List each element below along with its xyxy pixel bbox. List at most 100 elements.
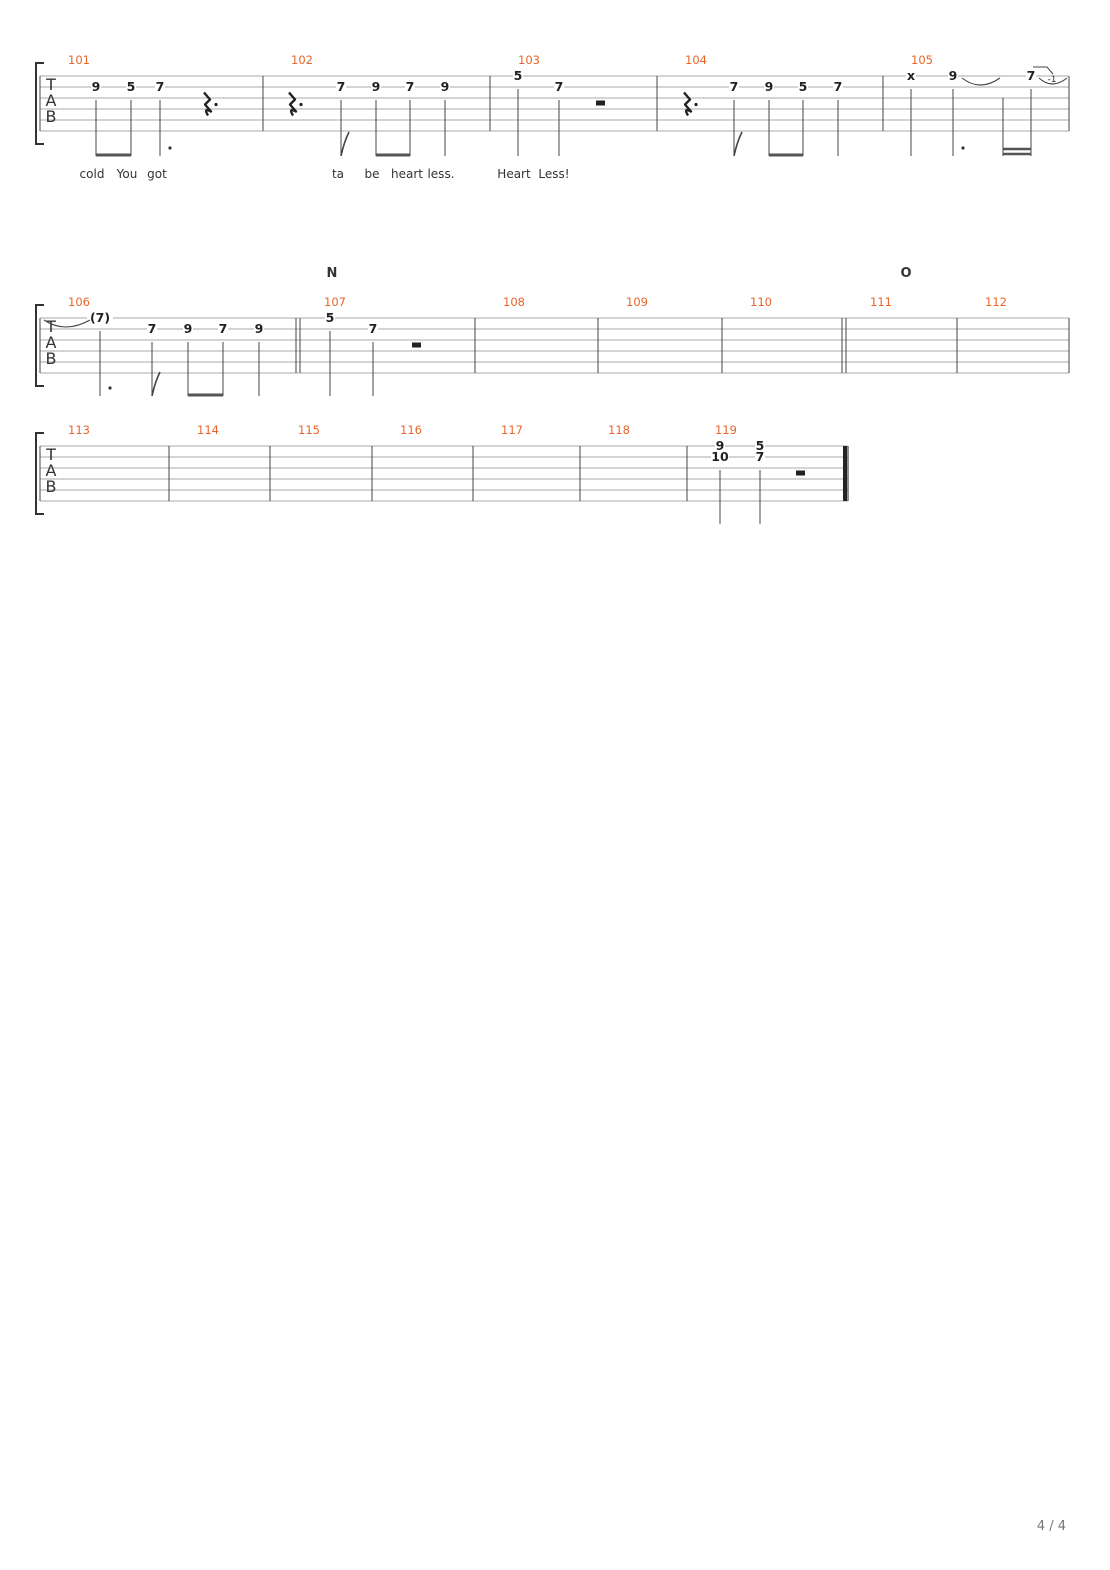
- fret-knockout: [325, 312, 335, 324]
- system-3-bracket: [35, 432, 44, 515]
- measure-number: 113: [68, 423, 90, 437]
- fret-number: 9: [372, 79, 381, 94]
- measure-number: 119: [715, 423, 737, 437]
- lyric-syllable: got: [147, 167, 167, 181]
- tab-clef-letter: B: [46, 477, 57, 496]
- tab-clef-letter: T: [45, 75, 56, 94]
- tab-clef-letter: B: [46, 107, 57, 126]
- fret-knockout: [183, 323, 193, 335]
- fret-number: 7: [1027, 68, 1036, 83]
- fret-number: 9: [716, 438, 725, 453]
- fret-knockout: [798, 81, 808, 93]
- rhythm-dot: [299, 102, 303, 107]
- measure-number: 118: [608, 423, 630, 437]
- measure-number: 115: [298, 423, 320, 437]
- tab-clef-letter: T: [45, 445, 56, 464]
- lyric-syllable: be: [365, 167, 380, 181]
- fret-knockout: [554, 81, 564, 93]
- bend-amount: -1: [1048, 75, 1057, 85]
- fret-knockout: [711, 451, 729, 463]
- measure-number: 116: [400, 423, 422, 437]
- fret-knockout: [715, 440, 725, 452]
- fret-number: 7: [369, 321, 378, 336]
- lyric-syllable: Heart: [497, 167, 531, 181]
- section-marker: O: [900, 266, 911, 281]
- fret-number: 9: [765, 79, 774, 94]
- measure-number: 114: [197, 423, 219, 437]
- system-2-bracket: [35, 304, 44, 387]
- half-rest: [596, 100, 605, 106]
- fret-knockout: [218, 323, 228, 335]
- fret-knockout: [755, 451, 765, 463]
- measure-number: 109: [626, 295, 648, 309]
- lyric-syllable: ta: [332, 167, 344, 181]
- fret-knockout: [254, 323, 264, 335]
- measure-number: 108: [503, 295, 525, 309]
- fret-knockout: [513, 70, 523, 82]
- tab-clef-letter: B: [46, 349, 57, 368]
- fret-knockout: [336, 81, 346, 93]
- fret-knockout: [91, 81, 101, 93]
- fret-number: 5: [799, 79, 808, 94]
- final-barline: [843, 446, 847, 501]
- fret-number: 5: [514, 68, 523, 83]
- fret-knockout: [833, 81, 843, 93]
- tab-clef-letter: A: [46, 461, 57, 480]
- rhythm-dot: [168, 146, 172, 150]
- fret-number: 5: [127, 79, 136, 94]
- fret-knockout: [948, 70, 958, 82]
- lyric-syllable: cold: [80, 167, 105, 181]
- quarter-rest: [203, 91, 213, 117]
- eighth-flag: [733, 131, 743, 157]
- measure-number: 106: [68, 295, 90, 309]
- half-rest: [412, 342, 421, 348]
- rhythm-dot: [961, 146, 965, 150]
- fret-number: 9: [92, 79, 101, 94]
- fret-knockout: [371, 81, 381, 93]
- measure-number: 105: [911, 53, 933, 67]
- fret-knockout: [87, 312, 113, 324]
- tab-clef-letter: A: [46, 333, 57, 352]
- fret-number: 10: [711, 449, 729, 464]
- lyric-syllable: You: [116, 167, 138, 181]
- fret-number: 7: [148, 321, 157, 336]
- quarter-rest: [288, 91, 298, 117]
- fret-number: 7: [406, 79, 415, 94]
- tie: [1038, 77, 1068, 85]
- measure-number: 101: [68, 53, 90, 67]
- measure-number: 107: [324, 295, 346, 309]
- measure-number: 112: [985, 295, 1007, 309]
- fret-number: 7: [337, 79, 346, 94]
- bend-arrow: [1033, 66, 1054, 75]
- fret-number: 9: [949, 68, 958, 83]
- fret-number: 9: [255, 321, 264, 336]
- fret-number: 7: [730, 79, 739, 94]
- fret-knockout: [755, 440, 765, 452]
- tab-clef-letter: A: [46, 91, 57, 110]
- measure-number: 110: [750, 295, 772, 309]
- lyric-syllable: heart: [391, 167, 423, 181]
- eighth-flag: [151, 371, 161, 397]
- fret-knockout: [155, 81, 165, 93]
- half-rest: [796, 470, 805, 476]
- lyric-syllable: less.: [427, 167, 454, 181]
- rhythm-dot: [214, 102, 218, 107]
- fret-number: 9: [441, 79, 450, 94]
- fret-knockout: [440, 81, 450, 93]
- fret-knockout: [729, 81, 739, 93]
- fret-knockout: [906, 70, 916, 82]
- fret-number: 7: [156, 79, 165, 94]
- fret-number: 9: [184, 321, 193, 336]
- fret-number: (7): [90, 310, 110, 325]
- system-1-bracket: [35, 62, 44, 145]
- fret-knockout: [368, 323, 378, 335]
- rhythm-dot: [694, 102, 698, 107]
- measure-number: 117: [501, 423, 523, 437]
- tie: [43, 319, 91, 328]
- fret-number: 5: [756, 438, 765, 453]
- section-marker: N: [327, 266, 338, 281]
- rhythm-dot: [108, 386, 112, 390]
- fret-number: 5: [326, 310, 335, 325]
- eighth-flag: [340, 131, 350, 157]
